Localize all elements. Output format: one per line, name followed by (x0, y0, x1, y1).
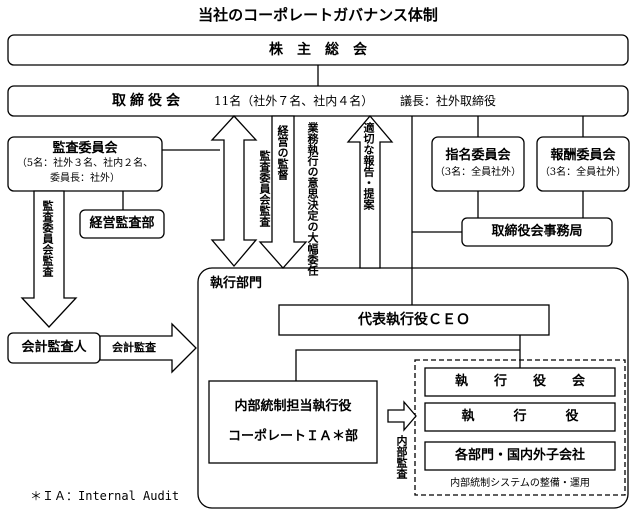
audit-committee-line2: 委員長：社外） (50, 173, 120, 184)
internal-audit-label: 内部監査 (395, 435, 408, 479)
audit-arrow-label: 監査委員会監査 (41, 200, 54, 277)
execution-dept-box (197, 267, 629, 509)
delegation-label: 業務執行の意思決定の大幅委任 (306, 122, 319, 276)
compensation-committee-label: 報酬委員会 (550, 148, 616, 163)
reporting-label: 適切な報告・提案 (362, 122, 375, 210)
execution-dept-label: 執行部門 (210, 276, 263, 291)
ceo-box (278, 304, 550, 336)
divisions-label: 各部門・国内外子会社 (454, 448, 586, 463)
committee-audit-arrow (210, 115, 258, 268)
internal-control-system-label: 内部統制システムの整備・運用 (450, 478, 590, 489)
executives-label: 執 行 役 (461, 409, 579, 424)
management-audit-box (79, 209, 165, 239)
audit-committee-label: 監査委員会 (52, 141, 118, 156)
board-office-label: 取締役会事務局 (491, 224, 583, 239)
compensation-committee-box (536, 136, 630, 192)
footnote: ＊ＩＡ：Internal Audit (30, 489, 180, 503)
nomination-committee-members: （3名：全員社外） (434, 167, 522, 178)
compensation-committee-members: （3名：全員社外） (539, 167, 627, 178)
audit-committee-line1: （5名：社外３名、社内２名、 (16, 158, 154, 169)
committee-audit-label: 監査委員会監査 (258, 150, 271, 227)
corporate-ia-dept: コーポレートＩＡ＊部 (227, 429, 359, 444)
internal-control-officer: 内部統制担当執行役 (234, 399, 352, 414)
management-audit-label: 経営監査部 (89, 216, 155, 231)
ceo-label: 代表執行役ＣＥＯ (358, 312, 470, 328)
shareholders-label: 株 主 総 会 (269, 42, 367, 58)
audit-arrow-down (20, 190, 78, 328)
divisions-box (424, 441, 616, 471)
executives-box (424, 402, 616, 432)
page-title: 当社のコーポレートガバナンス体制 (198, 6, 438, 24)
board-label: 取締役会 (112, 93, 184, 109)
board-composition: 11名（社外７名、社内４名） (214, 94, 374, 108)
reporting-arrow (346, 114, 394, 269)
oversight-label: 経営の監督 (276, 125, 289, 180)
nomination-committee-box (431, 136, 525, 192)
nomination-committee-label: 指名委員会 (445, 148, 511, 163)
board-chair: 議長：社外取締役 (400, 94, 497, 108)
accounting-audit-arrow (99, 322, 197, 374)
accounting-auditor-label: 会計監査人 (21, 340, 87, 355)
internal-control-box (208, 380, 378, 464)
oversight-arrow (258, 115, 308, 269)
audit-committee-box (7, 136, 163, 192)
accounting-audit-label: 会計監査 (112, 341, 156, 354)
executive-meeting-label: 執 行 役 会 (454, 374, 586, 389)
internal-audit-arrow (387, 400, 417, 432)
